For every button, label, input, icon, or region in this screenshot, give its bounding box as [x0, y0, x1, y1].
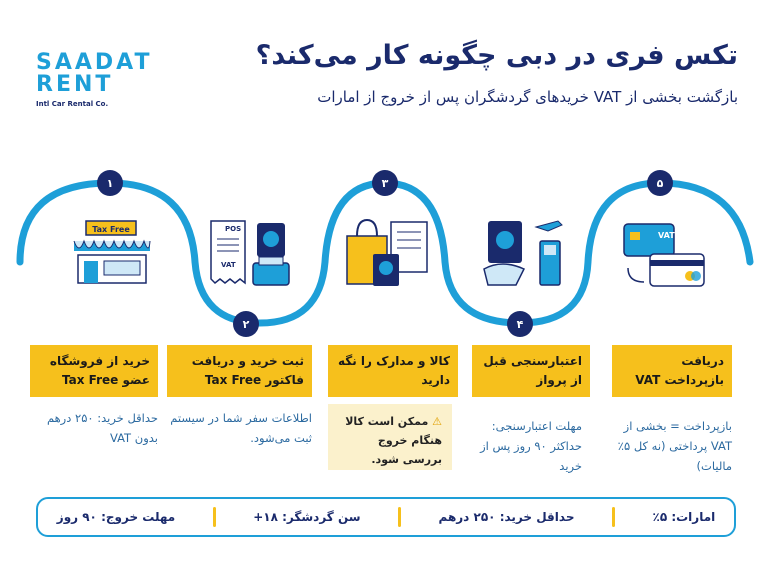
step-3-warning: ⚠ ممکن است کالا هنگام خروج بررسی شود. — [328, 404, 452, 470]
summary-vat-text: امارات: ۵٪ — [652, 510, 716, 524]
step-1-desc: حداقل خرید: ۲۵۰ درهم بدون VAT — [46, 411, 158, 445]
warning-icon: ⚠ — [432, 415, 442, 428]
pos-receipt-icon: POS VAT — [210, 220, 290, 286]
step-4-label: اعتبارسنجی قبل از پرواز — [472, 345, 590, 397]
step-4-desc: مهلت اعتبارسنجی: حداکثر ۹۰ روز پس از خری… — [480, 419, 582, 473]
receipt-pos-text: POS — [225, 225, 241, 233]
step-number-4: ۴ — [507, 311, 533, 337]
summary-age-text: سن گردشگر: ۱۸+ — [253, 510, 361, 524]
page-title: تکس فری در دبی چگونه کار می‌کند؟ — [255, 40, 738, 71]
summary-divider — [212, 507, 216, 527]
summary-bar: امارات: ۵٪ حداقل خرید: ۲۵۰ درهم سن گردشگ… — [36, 497, 736, 537]
logo-text-top: SAADAT — [36, 50, 153, 75]
summary-deadline-text: مهلت خروج: ۹۰ روز — [56, 510, 176, 524]
summary-item-age: سن گردشگر: ۱۸+ — [253, 510, 360, 524]
summary-item-min-purchase: حداقل خرید: ۲۵۰ درهم — [439, 510, 575, 524]
bag-passport-icon — [346, 218, 428, 286]
summary-min-purchase-text: حداقل خرید: ۲۵۰ درهم — [438, 510, 575, 524]
card-vat-text: VAT — [658, 231, 675, 240]
step-3-warning-text: ممکن است کالا هنگام خروج بررسی شود. — [345, 415, 442, 466]
refund-cards-icon: VAT — [623, 223, 705, 287]
step-5-label: دریافت بازپرداخت VAT — [612, 345, 732, 397]
step-3-label: کالا و مدارک را نگه دارید — [328, 345, 458, 397]
passport-kiosk-icon — [483, 220, 563, 286]
step-2-desc: اطلاعات سفر شما در سیستم ثبت می‌شود. — [170, 411, 312, 445]
step-number-3: ۳ — [372, 170, 398, 196]
step-5-desc: بازپرداخت = بخشی از VAT پرداختی (نه کل ۵… — [617, 419, 732, 473]
summary-divider — [611, 507, 615, 527]
logo-tagline: Intl Car Rental Co. — [36, 100, 109, 108]
step-1-label: خرید از فروشگاه عضو Tax Free — [30, 345, 158, 397]
summary-item-vat: امارات: ۵٪ — [652, 510, 715, 524]
step-number-5: ۵ — [647, 170, 673, 196]
page-subtitle: بازگشت بخشی از VAT خریدهای گردشگران پس ا… — [317, 88, 738, 106]
summary-item-deadline: مهلت خروج: ۹۰ روز — [57, 510, 175, 524]
step-number-1: ۱ — [97, 170, 123, 196]
store-sign-text: Tax Free — [92, 225, 130, 234]
logo-text-bottom: RENT — [36, 72, 114, 97]
receipt-vat-text: VAT — [221, 261, 236, 269]
summary-divider — [398, 507, 402, 527]
step-number-2: ۲ — [233, 311, 259, 337]
step-2-label: ثبت خرید و دریافت فاکتور Tax Free — [167, 345, 312, 397]
brand-logo: SAADAT RENT — [36, 52, 176, 96]
store-icon: Tax Free — [73, 220, 151, 284]
